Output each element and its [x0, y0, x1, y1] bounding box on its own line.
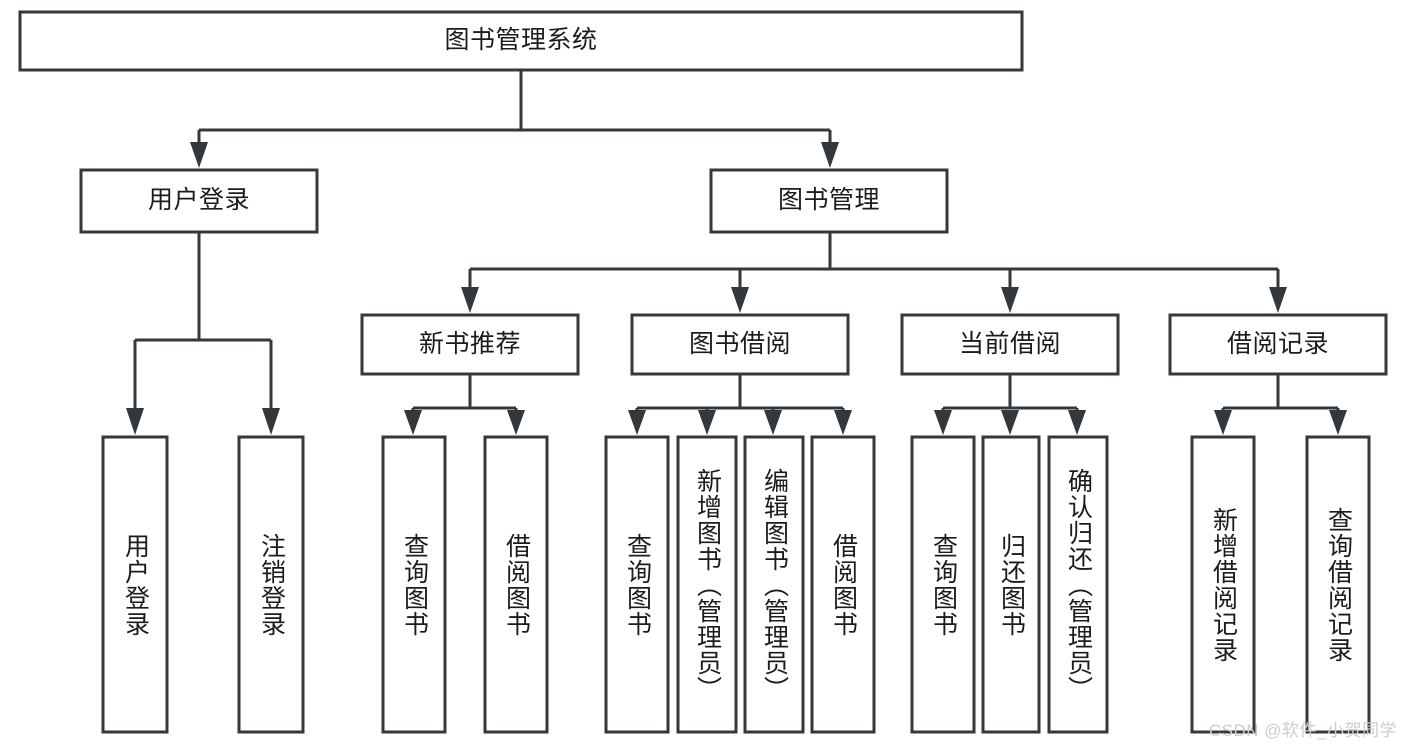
connector-book-manage-to-level3 — [461, 232, 1287, 313]
node-box-leaf-logout — [237, 435, 305, 734]
node-box-new-book-rec — [360, 313, 580, 376]
node-leaf-rec-search[interactable] — [1307, 437, 1369, 732]
node-box-leaf-cur-query — [910, 435, 976, 734]
node-box-book-manage — [709, 168, 949, 234]
connector-book-borrow-to-leaves — [628, 374, 852, 435]
node-box-leaf-cur-confirm — [1047, 435, 1109, 734]
node-box-book-borrow — [630, 313, 850, 376]
node-box-leaf-cur-return — [981, 435, 1041, 734]
node-box-leaf-rec-query — [381, 435, 447, 734]
node-box-leaf-rec-search — [1305, 435, 1371, 734]
node-new-book-rec[interactable] — [362, 315, 578, 374]
node-box-leaf-rec-borrow — [483, 435, 549, 734]
node-leaf-cur-confirm[interactable] — [1049, 437, 1107, 732]
node-box-leaf-rec-add — [1190, 435, 1256, 734]
node-leaf-rec-query[interactable] — [383, 437, 445, 732]
node-current-borrow[interactable] — [902, 315, 1118, 374]
node-leaf-logout[interactable] — [239, 437, 303, 732]
node-box-leaf-borrow-query — [604, 435, 670, 734]
node-leaf-borrow-add[interactable] — [678, 437, 736, 732]
node-leaf-borrow-edit[interactable] — [745, 437, 803, 732]
node-leaf-borrow-borrow[interactable] — [812, 437, 874, 732]
node-box-root — [18, 10, 1024, 72]
node-user-login[interactable] — [81, 170, 317, 232]
connector-borrow-record-to-leaves — [1214, 374, 1347, 435]
node-leaf-rec-add[interactable] — [1192, 437, 1254, 732]
connector-user-login-to-leaves — [126, 232, 280, 435]
node-box-leaf-borrow-add — [676, 435, 738, 734]
node-box-current-borrow — [900, 313, 1120, 376]
node-box-leaf-user-login — [101, 435, 169, 734]
connector-new-book-rec-to-leaves — [404, 374, 525, 435]
node-book-borrow[interactable] — [632, 315, 848, 374]
node-box-borrow-record — [1168, 313, 1388, 376]
node-leaf-borrow-query[interactable] — [606, 437, 668, 732]
connector-root-to-level2 — [190, 70, 839, 168]
node-box-leaf-borrow-edit — [743, 435, 805, 734]
csdn-watermark: CSDN @软件_小贺同学 — [1208, 721, 1397, 740]
node-root[interactable] — [20, 12, 1022, 70]
connector-current-borrow-to-leaves — [934, 374, 1086, 435]
node-leaf-rec-borrow[interactable] — [485, 437, 547, 732]
node-box-user-login — [79, 168, 319, 234]
node-borrow-record[interactable] — [1170, 315, 1386, 374]
node-leaf-user-login[interactable] — [103, 437, 167, 732]
node-leaf-cur-query[interactable] — [912, 437, 974, 732]
node-box-leaf-borrow-borrow — [810, 435, 876, 734]
node-book-manage[interactable] — [711, 170, 947, 232]
node-leaf-cur-return[interactable] — [983, 437, 1039, 732]
